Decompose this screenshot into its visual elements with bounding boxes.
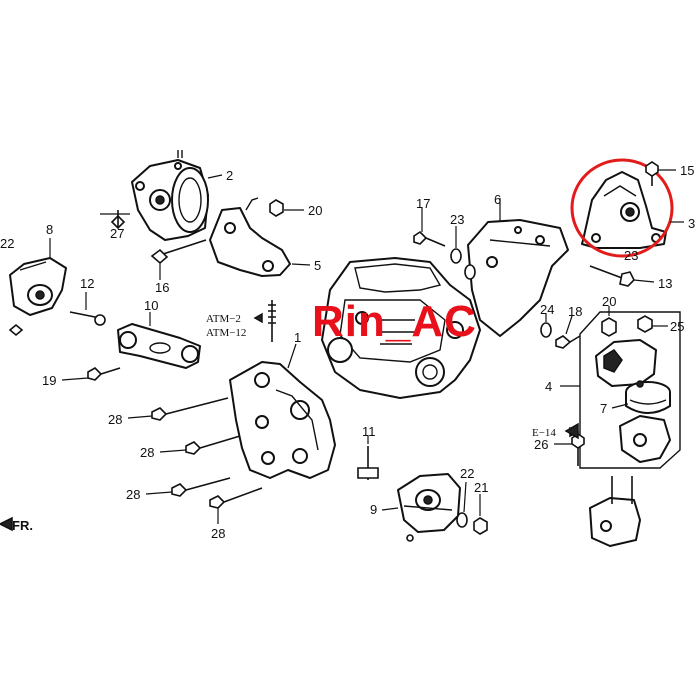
callout-1: 1 [294, 330, 301, 345]
part-6-transmission-bracket [467, 198, 569, 337]
bolt-13 [589, 265, 655, 287]
part-10-torque-rod [117, 312, 201, 369]
callout-22a: 22 [0, 236, 14, 251]
bolt-17 [413, 208, 446, 247]
part-9-lower-mount [381, 473, 461, 533]
callout-25: 25 [670, 319, 684, 334]
bolt-27 [100, 210, 130, 230]
callout-5: 5 [314, 258, 321, 273]
bolt-18 [555, 315, 581, 349]
callout-23b: 23 [624, 248, 638, 263]
bolt-11 [357, 436, 379, 480]
mount-cover [595, 339, 657, 387]
bolt-19 [61, 367, 121, 381]
callout-17: 17 [416, 196, 430, 211]
callout-27: 27 [110, 226, 124, 241]
nut-20-right [601, 306, 617, 337]
nut-21 [473, 494, 488, 535]
callout-28d: 28 [211, 526, 225, 541]
watermark-text: Rin_AC [312, 297, 477, 346]
highlight-circle [570, 158, 674, 258]
callout-9: 9 [370, 502, 377, 517]
bolt-28-group [127, 397, 263, 524]
callout-7: 7 [600, 401, 607, 416]
callout-20a: 20 [308, 203, 322, 218]
callout-12: 12 [80, 276, 94, 291]
callout-19: 19 [42, 373, 56, 388]
nut-25 [637, 315, 668, 333]
part-1-main-bracket [229, 343, 336, 479]
callout-2: 2 [226, 168, 233, 183]
assembly-4-group [560, 311, 681, 469]
mount-lower-bracket [619, 415, 671, 463]
callout-28b: 28 [140, 445, 154, 460]
bolt-15 [645, 161, 676, 186]
callout-11: 11 [362, 424, 376, 439]
callout-28a: 28 [108, 412, 122, 427]
callout-28c: 28 [126, 487, 140, 502]
part-7-mount-rubber [611, 380, 671, 414]
engine-block [321, 257, 481, 399]
callout-16: 16 [155, 280, 169, 295]
front-direction-marker [0, 516, 13, 532]
washer-24 [540, 314, 552, 338]
front-label: FR. [12, 518, 33, 533]
callout-15: 15 [680, 163, 694, 178]
callout-24: 24 [540, 302, 554, 317]
callout-4: 4 [545, 379, 552, 394]
callout-13: 13 [658, 276, 672, 291]
part-3-rear-mount [581, 171, 667, 249]
washer-23-second [464, 264, 476, 280]
washer-22-lower [456, 481, 468, 528]
callout-23a: 23 [450, 212, 464, 227]
stud-atm [253, 300, 276, 342]
washer-23-upper [450, 226, 462, 264]
ref-atm-2: ATM−2 [206, 313, 241, 325]
ref-atm-12: ATM−12 [206, 327, 246, 339]
callout-18: 18 [568, 304, 582, 319]
nut-20-upper [269, 199, 304, 217]
callout-22b: 22 [460, 466, 474, 481]
callout-8: 8 [46, 222, 53, 237]
part-5-bracket [209, 197, 311, 277]
ref-e-14: E−14 [532, 427, 556, 439]
callout-26: 26 [534, 437, 548, 452]
part-8-left-mount [9, 238, 67, 316]
callout-3: 3 [688, 216, 695, 231]
bolt-12 [69, 292, 106, 326]
callout-21: 21 [474, 480, 488, 495]
callout-20b: 20 [602, 294, 616, 309]
callout-10: 10 [144, 298, 158, 313]
e14-arrow-icon [564, 422, 579, 440]
callout-6: 6 [494, 192, 501, 207]
part-2-engine-mount-upper [131, 150, 223, 265]
